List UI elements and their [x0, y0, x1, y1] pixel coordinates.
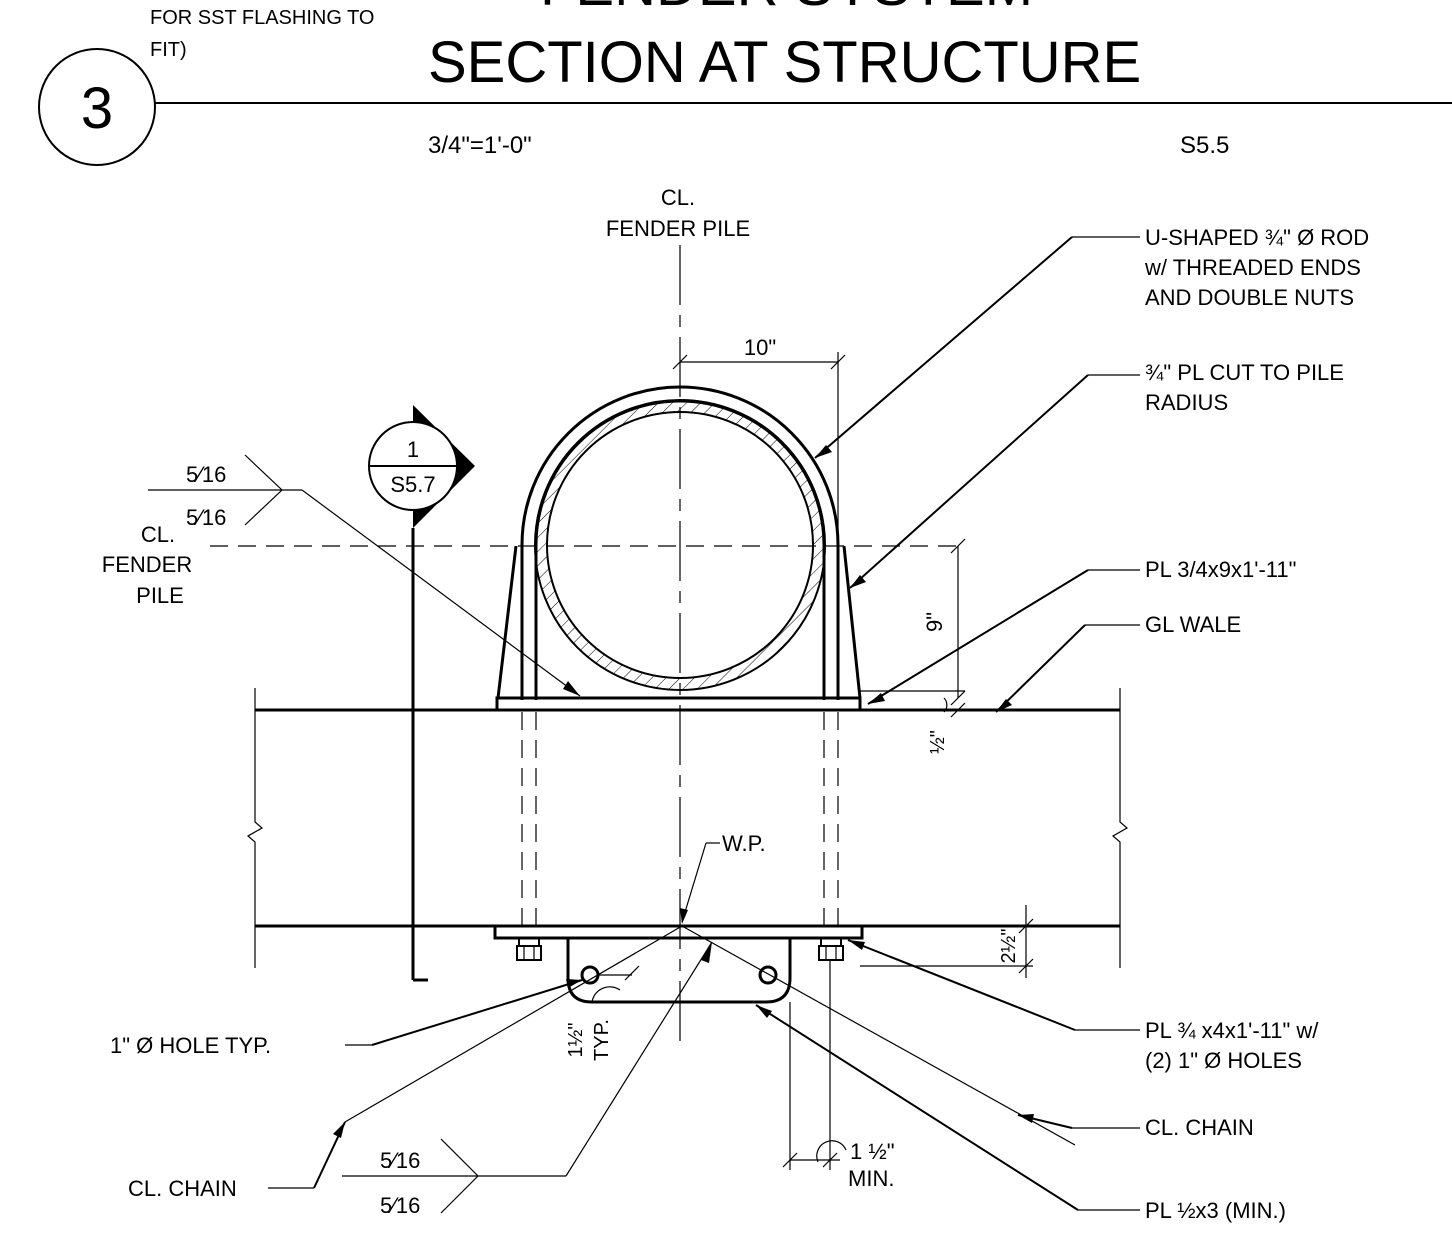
sheet-ref: S5.5	[1180, 132, 1229, 159]
leader-cl-chain-left	[268, 1121, 346, 1189]
label-u-rod-1: U-SHAPED ¾" Ø ROD	[1145, 225, 1369, 250]
dim-one-half-label: 1½"	[565, 1023, 587, 1058]
label-cl-chain-left: CL. CHAIN	[128, 1176, 237, 1201]
top-plate	[495, 696, 862, 712]
dimension-two-half: 2½"	[860, 905, 1034, 978]
label-cl-chain-right: CL. CHAIN	[1145, 1115, 1254, 1140]
chain-line-left	[344, 925, 683, 1123]
dim-two-half-label: 2½"	[998, 929, 1020, 964]
hole-left	[580, 965, 600, 985]
title-main: SECTION AT STRUCTURE	[428, 30, 1141, 95]
leader-hole	[345, 979, 583, 1046]
leader-pl-b	[847, 939, 1140, 1031]
dim-min-label-a: 1 ½"	[850, 1139, 895, 1164]
label-hole: 1" Ø HOLE TYP.	[110, 1033, 271, 1058]
dimension-min: 1 ½" MIN.	[782, 960, 895, 1191]
label-pl-c: PL ½x3 (MIN.)	[1145, 1198, 1286, 1223]
section-marker: 1 S5.7	[368, 405, 475, 982]
scale-label: 3/4"=1'-0"	[428, 132, 532, 159]
label-pl-cut-1: ¾" PL CUT TO PILE	[1145, 360, 1344, 385]
cl-left-label-1: CL.	[141, 522, 175, 547]
hidden-rod-lines	[521, 712, 839, 926]
bottom-plate	[493, 924, 864, 940]
dimension-height: 9" ½"	[860, 538, 966, 754]
label-gl-wale: GL WALE	[1145, 612, 1241, 637]
label-pl-a: PL 3/4x9x1'-11"	[1145, 557, 1296, 582]
hole-right	[758, 965, 778, 985]
cl-top-label-2: FENDER PILE	[606, 216, 750, 241]
detail-circle	[38, 48, 156, 166]
title-note-line2: FIT)	[150, 39, 187, 61]
leader-gl-wale	[995, 624, 1140, 713]
label-u-rod-3: AND DOUBLE NUTS	[1145, 285, 1354, 310]
radius-plates	[496, 545, 862, 699]
section-marker-sheet: S5.7	[390, 472, 435, 497]
detail-number: 3	[81, 76, 113, 141]
chain-plate	[566, 938, 792, 1004]
chain-line-right	[681, 925, 1076, 1146]
leader-wp	[680, 842, 720, 924]
dimension-typ: 1½" TYP.	[565, 965, 640, 1061]
weld-symbol-upper: 5⁄16 5⁄16	[148, 454, 581, 697]
leader-pl-c	[755, 1004, 1140, 1211]
u-shaped-rod	[520, 385, 840, 700]
label-pl-b-2: (2) 1" Ø HOLES	[1145, 1048, 1302, 1073]
weld-symbol-lower: 5⁄16 5⁄16	[342, 941, 713, 1218]
dimension-radius: 10"	[672, 335, 846, 545]
weld-upper-top: 5⁄16	[186, 462, 226, 487]
label-pl-b-1: PL ¾ x4x1'-11" w/	[1145, 1018, 1319, 1043]
weld-lower-bottom: 5⁄16	[380, 1193, 420, 1218]
dim-typ-label: TYP.	[591, 1019, 613, 1061]
leader-pl-a	[867, 569, 1140, 705]
leader-cl-chain-right	[1017, 1114, 1140, 1129]
label-pl-cut-2: RADIUS	[1145, 390, 1228, 415]
dim-radius-label: 10"	[744, 335, 776, 360]
title-top-fragment: FENDER SYSTEM	[540, 0, 1033, 18]
label-wp: W.P.	[722, 831, 766, 856]
weld-lower-top: 5⁄16	[380, 1148, 420, 1173]
dim-height-label: 9"	[922, 612, 947, 632]
cl-left-label-3: PILE	[136, 583, 184, 608]
weld-upper-bottom: 5⁄16	[186, 505, 226, 530]
leader-pl-cut	[849, 374, 1140, 589]
leader-u-rod	[814, 236, 1140, 459]
label-u-rod-2: w/ THREADED ENDS	[1144, 255, 1361, 280]
cl-left-label-2: FENDER	[102, 552, 192, 577]
dim-min-label-b: MIN.	[848, 1166, 894, 1191]
dim-half-label: ½"	[927, 730, 949, 754]
cl-top-label-1: CL.	[661, 185, 695, 210]
nuts	[516, 937, 844, 961]
title-note-line1: FOR SST FLASHING TO	[150, 7, 375, 29]
section-marker-number: 1	[407, 437, 419, 462]
